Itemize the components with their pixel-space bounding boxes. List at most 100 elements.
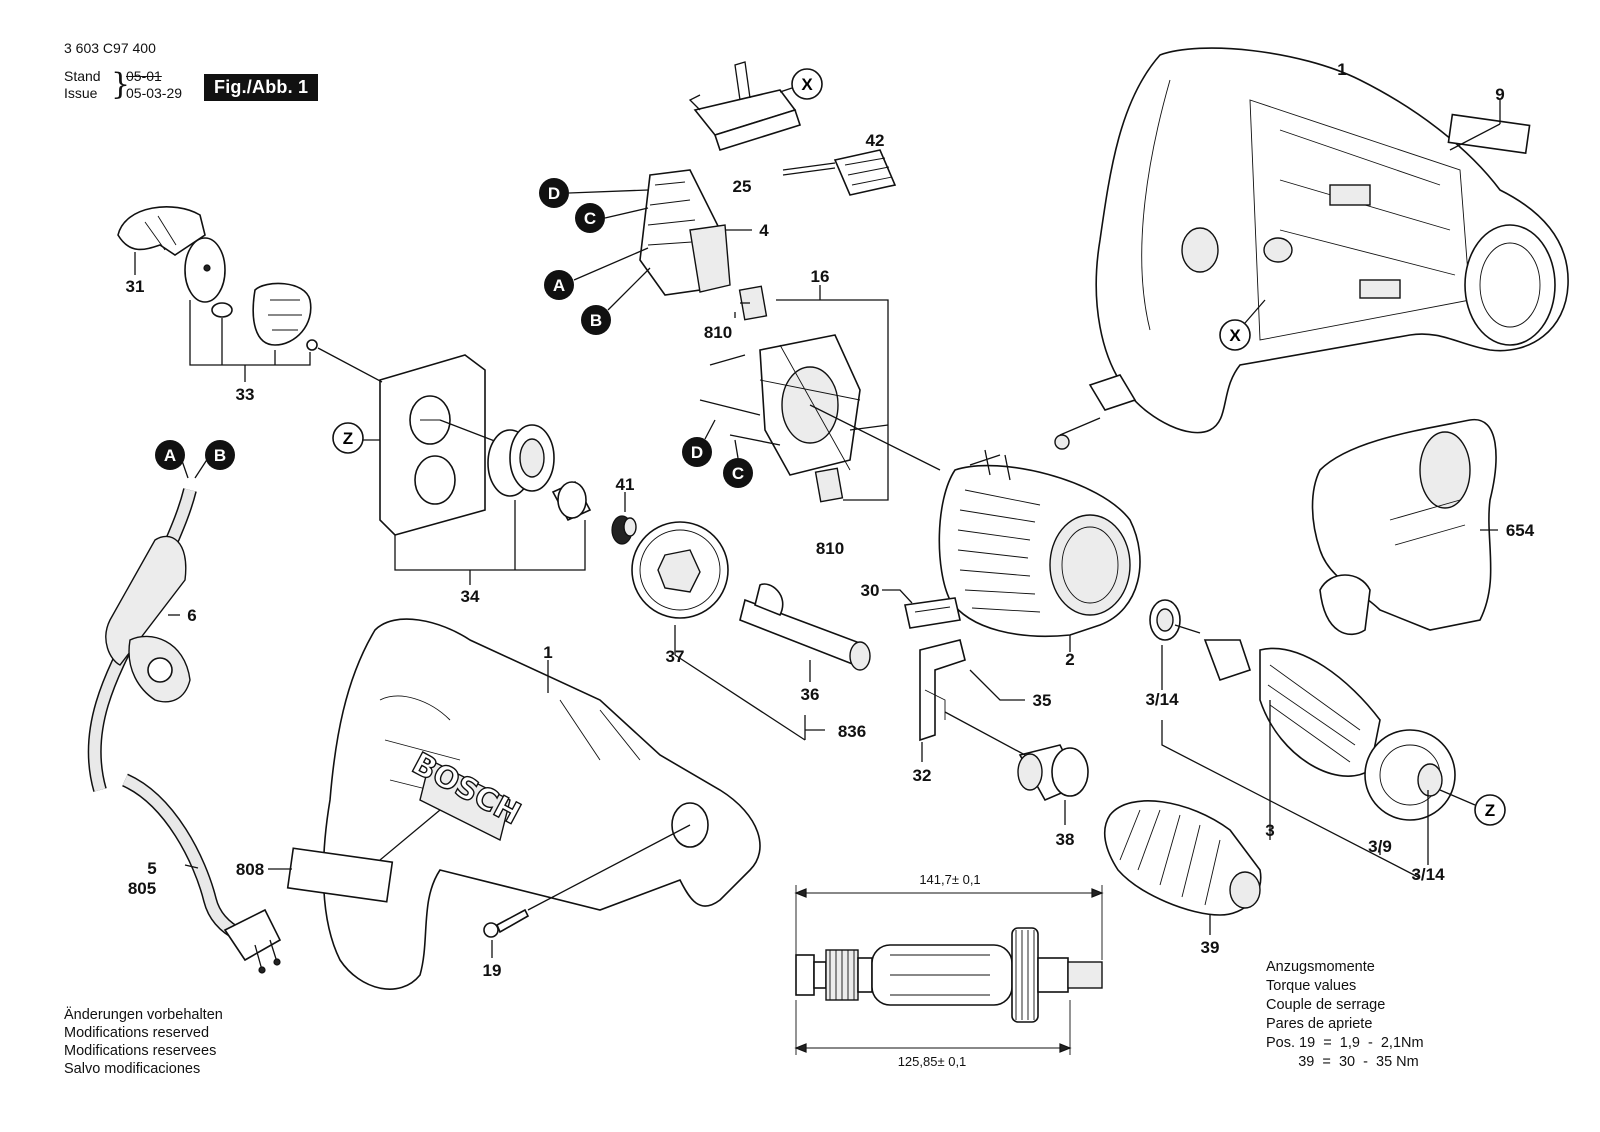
callout-x-top: X xyxy=(779,68,823,100)
brush-spring-30 xyxy=(904,597,961,629)
callout-c-switch: C xyxy=(575,203,649,233)
dimension-top: 141,7± 0,1 xyxy=(919,872,980,887)
part-label-3-9: 3/9 xyxy=(1368,837,1392,856)
part-label-34: 34 xyxy=(461,587,480,606)
issue-date: 05-03-29 xyxy=(126,85,183,101)
part-label-16: 16 xyxy=(811,267,830,286)
label-plate-9 xyxy=(1447,113,1531,155)
part-label-39: 39 xyxy=(1201,938,1220,957)
part-label-3: 3 xyxy=(1265,821,1274,840)
torque-line-fr: Couple de serrage xyxy=(1266,997,1386,1013)
stand-issue-block: Stand Issue } 05-01 05-03-29 xyxy=(64,68,204,104)
part-label-41: 41 xyxy=(616,475,635,494)
modifications-line-fr: Modifications reservees xyxy=(64,1043,217,1059)
part-label-836: 836 xyxy=(838,722,866,741)
part-label-32: 32 xyxy=(913,766,932,785)
selector-set-33 xyxy=(184,237,318,351)
part-label-810-top: 810 xyxy=(704,323,732,342)
part-label-3-14-a: 3/14 xyxy=(1145,690,1179,709)
svg-text:X: X xyxy=(1229,326,1241,345)
figure-badge: Fig./Abb. 1 xyxy=(204,74,319,101)
part-label-38: 38 xyxy=(1056,830,1075,849)
torque-line-en: Torque values xyxy=(1266,978,1357,994)
callout-c-brush: C xyxy=(723,439,753,488)
stand-old-date: 05-01 xyxy=(126,68,162,84)
part-label-9: 9 xyxy=(1495,85,1504,104)
part-label-31: 31 xyxy=(126,277,145,296)
part-label-33: 33 xyxy=(236,385,255,404)
part-label-30: 30 xyxy=(861,581,880,600)
svg-text:D: D xyxy=(548,184,560,203)
armature-dimension-drawing xyxy=(794,885,1104,1055)
part-label-4: 4 xyxy=(759,221,769,240)
part-label-36: 36 xyxy=(801,685,820,704)
sleeve-34 xyxy=(551,480,592,522)
callout-a-cord: A xyxy=(155,440,185,470)
switch-4 xyxy=(639,169,731,296)
field-stator-2 xyxy=(938,449,1141,638)
torque-values-block: Anzugsmomente Torque values Couple de se… xyxy=(1266,958,1424,1072)
callout-d-switch: D xyxy=(539,178,649,208)
document-number: 3 603 C97 400 xyxy=(64,40,156,56)
part-label-805: 805 xyxy=(128,879,156,898)
knob-31 xyxy=(117,206,206,256)
part-label-5: 5 xyxy=(147,859,156,878)
modifications-line-en: Modifications reserved xyxy=(64,1025,210,1041)
svg-text:C: C xyxy=(732,464,744,483)
svg-text:Z: Z xyxy=(343,429,353,448)
bracket-32 xyxy=(919,639,966,742)
part-label-35: 35 xyxy=(1033,691,1052,710)
part-label-6: 6 xyxy=(187,606,196,625)
stand-label: Stand xyxy=(64,68,101,84)
part-label-2: 2 xyxy=(1065,650,1074,669)
callout-b-switch: B xyxy=(581,267,651,335)
callout-z-left: Z xyxy=(332,422,380,454)
switch-cover-25 xyxy=(688,61,802,151)
part-label-37: 37 xyxy=(666,647,685,666)
needle-bearing-41 xyxy=(611,515,637,545)
torque-pos-19: Pos. 19 = 1,9 - 2,1Nm xyxy=(1266,1035,1424,1051)
shaft-36 xyxy=(739,583,871,671)
bearing-34 xyxy=(487,424,555,497)
issue-label: Issue xyxy=(64,85,98,101)
callout-a-switch: A xyxy=(544,247,649,300)
svg-text:C: C xyxy=(584,209,596,228)
svg-text:D: D xyxy=(691,443,703,462)
torque-line-de: Anzugsmomente xyxy=(1266,959,1375,975)
part-label-808: 808 xyxy=(236,860,264,879)
part-label-3-14-b: 3/14 xyxy=(1411,865,1445,884)
modifications-notice: Änderungen vorbehalten Modifications res… xyxy=(64,1006,223,1078)
coupling-38 xyxy=(1017,744,1089,802)
part-label-1-top: 1 xyxy=(1337,60,1346,79)
svg-text:B: B xyxy=(214,446,226,465)
switch-contact-42 xyxy=(782,149,897,196)
svg-text:A: A xyxy=(164,446,176,465)
part-label-654: 654 xyxy=(1506,521,1535,540)
gear-37 xyxy=(631,521,729,619)
housing-half-right xyxy=(1054,47,1569,450)
modifications-line-de: Änderungen vorbehalten xyxy=(64,1007,223,1023)
svg-text:B: B xyxy=(590,311,602,330)
callout-d-brush: D xyxy=(682,419,716,467)
torque-line-es: Pares de apriete xyxy=(1266,1016,1373,1032)
armature-3 xyxy=(1203,639,1476,821)
part-label-810-bottom: 810 xyxy=(816,539,844,558)
cord-protector-6 xyxy=(105,535,191,703)
callout-z-right: Z xyxy=(1474,794,1506,826)
torque-pos-39: 39 = 30 - 35 Nm xyxy=(1266,1054,1419,1070)
side-handle-654 xyxy=(1311,419,1497,636)
callout-b-cord: B xyxy=(205,440,235,470)
drill-chuck-39 xyxy=(1103,800,1262,916)
svg-text:Z: Z xyxy=(1485,801,1495,820)
carbon-brush-810-bottom xyxy=(814,467,844,503)
modifications-line-es: Salvo modificaciones xyxy=(64,1061,201,1077)
dimension-bottom: 125,85± 0,1 xyxy=(898,1054,967,1069)
housing-half-left xyxy=(322,618,761,990)
nameplate-808 xyxy=(286,847,394,903)
svg-text:X: X xyxy=(801,75,813,94)
brace-icon: } xyxy=(111,67,131,102)
plate-34 xyxy=(379,354,486,536)
callout-x-housing: X xyxy=(1219,299,1266,351)
part-label-1-bottom: 1 xyxy=(543,643,552,662)
